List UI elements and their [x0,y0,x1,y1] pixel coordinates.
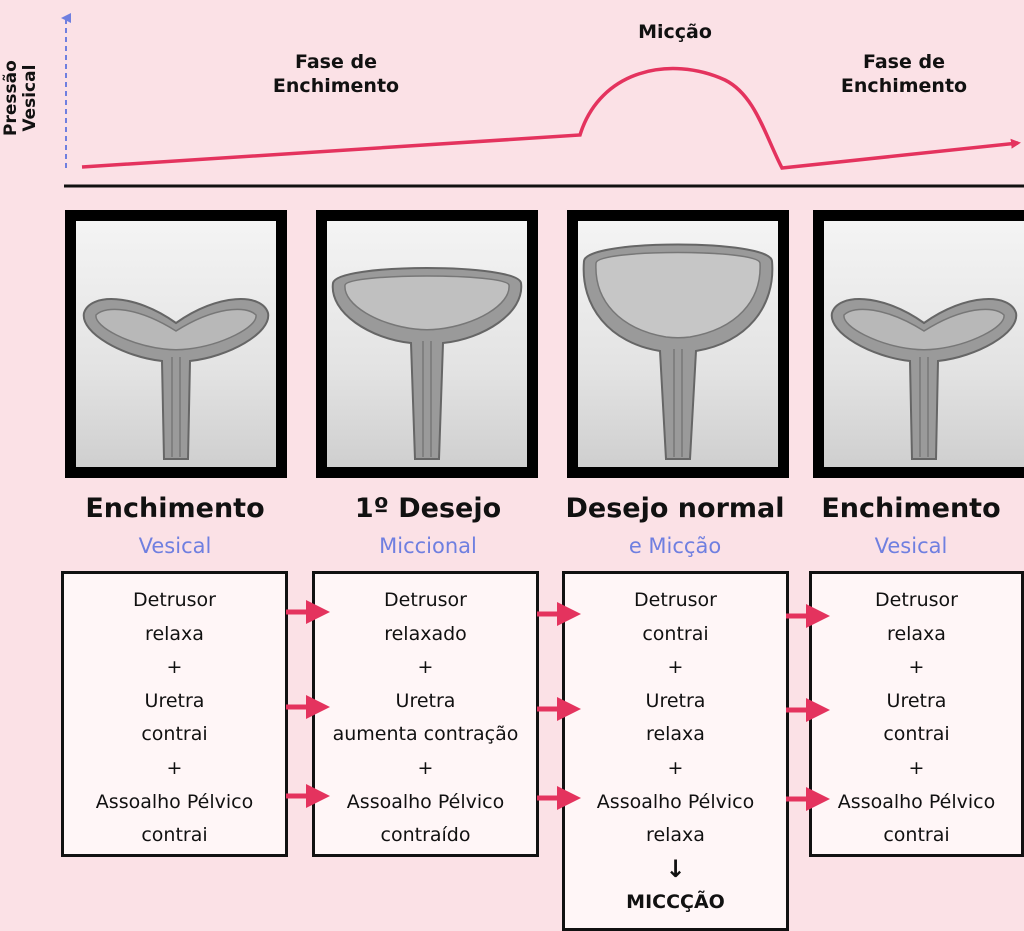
arrow-icon [786,787,830,811]
arrow-icon [286,784,330,808]
arrow-icon [537,602,581,626]
arrow-icon [786,698,830,722]
arrow-icon [786,604,830,628]
arrow-icon [537,786,581,810]
arrow-icon [286,695,330,719]
arrow-icon [537,697,581,721]
arrow-icon [286,600,330,624]
